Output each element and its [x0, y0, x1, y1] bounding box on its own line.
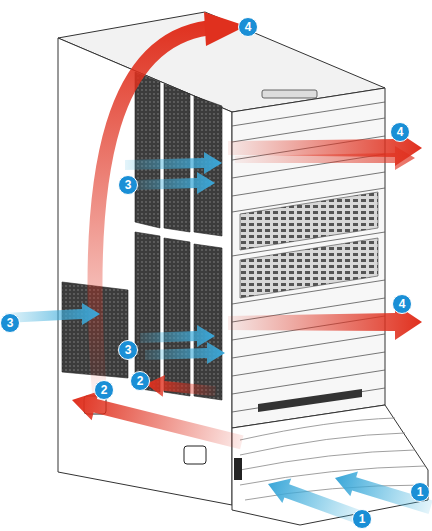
logo-plate — [258, 389, 362, 412]
callout-number: 3 — [0, 313, 20, 333]
port-card — [240, 238, 378, 298]
base-vents — [240, 418, 425, 500]
front-face — [232, 88, 385, 428]
callout-number: 4 — [390, 122, 410, 142]
callout-number: 4 — [238, 17, 258, 37]
callout-number: 2 — [130, 371, 150, 391]
power-switch — [234, 458, 242, 480]
callout-number: 2 — [94, 380, 114, 400]
exhaust-arrow — [95, 28, 208, 400]
exhaust-arrow — [145, 373, 217, 402]
callout-number: 4 — [392, 294, 412, 314]
exhaust-arrow — [235, 146, 415, 170]
callout-number: 3 — [118, 340, 138, 360]
intake-arrows — [5, 152, 432, 530]
callout-number: 3 — [118, 175, 138, 195]
callout-number: 1 — [410, 482, 430, 502]
top-handle — [262, 90, 317, 98]
callout-number: 1 — [352, 509, 372, 529]
exhaust-arrow — [68, 385, 245, 456]
